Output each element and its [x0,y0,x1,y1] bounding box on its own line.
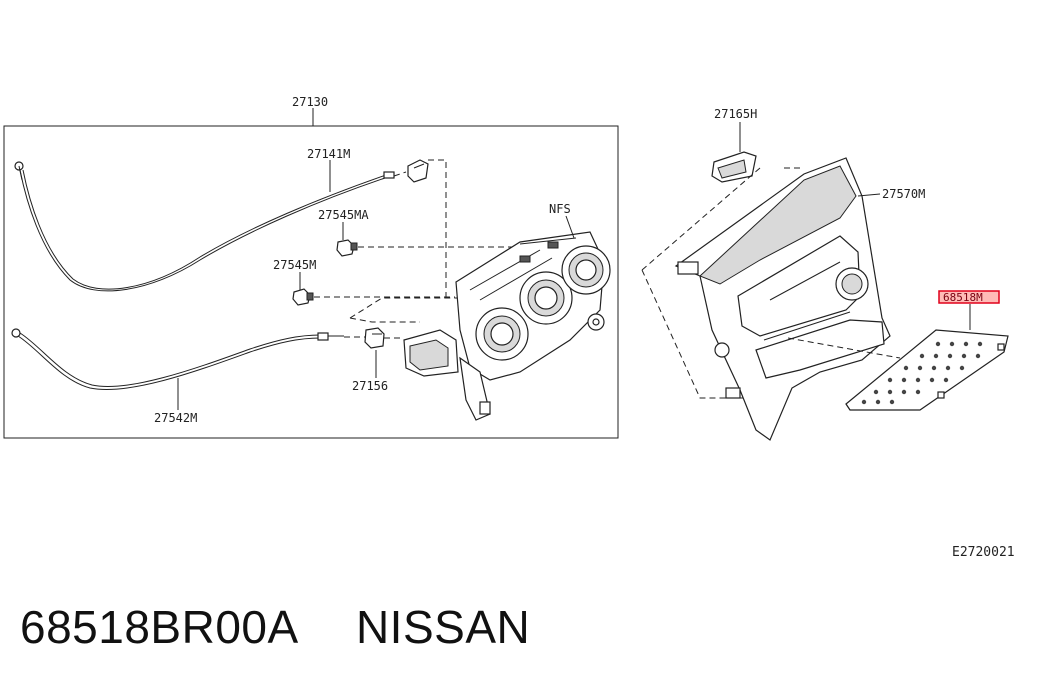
clip-27545MA [336,239,358,257]
label-27156: 27156 [352,379,388,393]
label-27141M: 27141M [307,147,350,161]
label-27545M: 27545M [273,258,316,272]
label-27570M: 27570M [882,187,925,201]
cable-upper [14,161,395,292]
clip-27545M [292,288,314,306]
highlight-68518M: 68518M [938,290,1000,304]
label-27545MA: 27545MA [318,208,369,222]
grille-68518M [845,329,1009,411]
drawing-code: E2720021 [952,545,1015,560]
heater-control-unit [403,231,611,421]
assembly-frame [3,125,619,439]
brand-name: NISSAN [355,601,531,653]
clip-27156 [364,327,385,349]
part-number: 68518BR00A [20,601,299,653]
label-NFS: NFS [549,202,571,216]
label-27542M: 27542M [154,411,197,425]
label-68518M: 68518M [943,291,983,304]
part-caption: 68518BR00A NISSAN [20,600,530,654]
finisher-27570M [674,157,891,441]
clip-upper [407,159,429,183]
bracket-27165H [711,151,757,183]
label-27130: 27130 [292,95,328,109]
label-27165H: 27165H [714,107,757,121]
cable-lower [11,328,344,390]
